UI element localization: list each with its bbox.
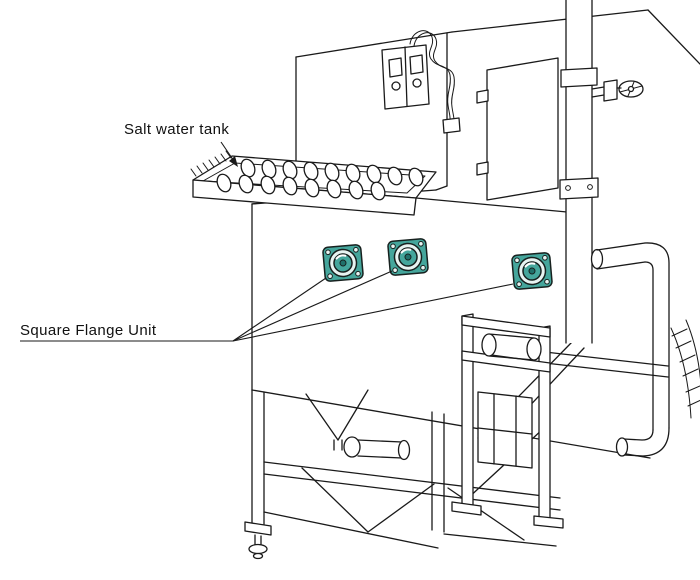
tank-rollers xyxy=(216,158,424,201)
hinge-bottom xyxy=(476,161,489,176)
vertical-pipe-assembly xyxy=(559,0,644,344)
salt-water-tank-drawing xyxy=(190,150,437,216)
access-panel xyxy=(476,57,559,201)
machine-body-outline xyxy=(251,9,700,459)
bolt-hole xyxy=(325,249,331,256)
bolt-hole xyxy=(390,243,396,250)
salt-water-tank-arrow xyxy=(220,141,238,167)
label-square-flange-unit: Square Flange Unit xyxy=(20,322,157,339)
lower-frame xyxy=(244,389,561,560)
bolt-hole xyxy=(327,273,333,279)
tank-hatch-marks xyxy=(190,150,232,177)
bolt-hole xyxy=(355,270,361,277)
corrugated-hose xyxy=(670,319,700,419)
right-piping xyxy=(590,242,700,457)
pipe-elbow xyxy=(343,436,361,458)
funnel-drain xyxy=(305,389,411,461)
flange-unit-2 xyxy=(387,238,429,276)
flange-unit-1 xyxy=(322,244,364,282)
bolt-hole xyxy=(514,257,520,264)
bolt-hole xyxy=(418,241,424,247)
cable-connector xyxy=(442,117,461,134)
stand-foot-left xyxy=(451,501,482,516)
stand-foot-right xyxy=(533,515,564,529)
bolt-hole xyxy=(420,264,426,271)
bolt-hole xyxy=(544,278,550,285)
pipe-collar xyxy=(560,67,598,88)
valve-body xyxy=(603,79,618,102)
bolted-coupling xyxy=(559,177,599,200)
power-cable xyxy=(409,30,455,127)
switch-2 xyxy=(409,54,424,75)
front-stand xyxy=(451,313,564,529)
flange-unit-3 xyxy=(511,252,553,290)
bolt-hole xyxy=(392,267,398,273)
bolt-hole xyxy=(353,247,359,253)
hinge-top xyxy=(476,89,489,104)
leveling-foot xyxy=(248,543,268,555)
bolt-hole xyxy=(516,281,522,287)
valve-handwheel xyxy=(618,80,644,98)
bolt-hole xyxy=(542,255,548,261)
stand-roller xyxy=(481,333,542,361)
electrical-control-box xyxy=(381,30,461,134)
flange-leader-lines xyxy=(20,270,514,342)
switch-1 xyxy=(388,57,403,78)
label-salt-water-tank: Salt water tank xyxy=(124,121,230,138)
